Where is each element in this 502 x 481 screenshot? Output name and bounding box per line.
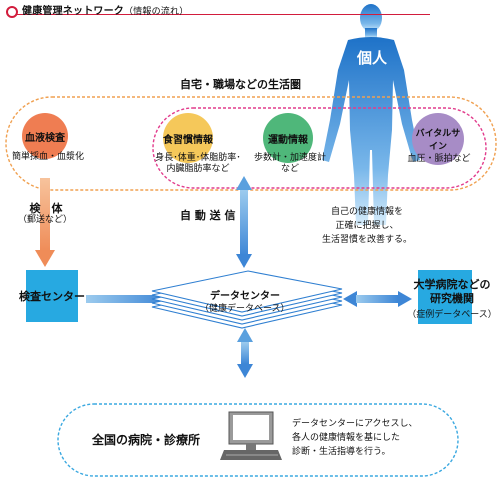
exercise-desc-line2: など: [280, 164, 299, 174]
vital-desc: 血圧・脈拍など: [407, 154, 471, 164]
diet-title: 食習慣情報: [163, 134, 213, 146]
data-center-sub: （健康データベース）: [200, 304, 290, 314]
blood-test-desc: 簡単採血・血漿化: [12, 152, 85, 162]
title-underline: [10, 14, 430, 15]
self-note: 自己の健康情報を 正確に把握し、 生活習慣を改善する。: [312, 205, 422, 247]
computer-icon: [220, 411, 282, 460]
title-text: 健康管理ネットワーク: [22, 6, 124, 17]
vital-title: バイタルサイン: [415, 129, 461, 152]
diet-circle: 食習慣情報: [163, 113, 213, 163]
page-title: 健康管理ネットワーク（情報の流れ）: [22, 2, 188, 17]
university-box: [418, 270, 472, 324]
exercise-desc: 歩数計・加速度計 など: [254, 153, 326, 175]
title-bullet-icon: [6, 6, 18, 18]
data-center-label: データセンター: [210, 291, 280, 302]
auto-send-arrow: [236, 176, 252, 268]
diet-desc-line1: 身長･体重･体脂肪率･: [155, 153, 241, 163]
title-subtitle: （情報の流れ）: [124, 7, 189, 17]
life-area-label: 自宅・職場などの生活圏: [180, 78, 301, 91]
diet-desc-line2: 内臓脂肪率など: [166, 164, 230, 174]
database-stack: [151, 270, 343, 329]
person-label: 個人: [357, 49, 388, 67]
lab-center-label: 検査センター: [19, 289, 85, 303]
diet-desc: 身長･体重･体脂肪率･ 内臓脂肪率など: [148, 153, 248, 175]
blood-test-title: 血液検査: [25, 132, 65, 144]
clinics-note-line3: 診断・生活指導を行う。: [292, 447, 391, 457]
exercise-title: 運動情報: [268, 134, 308, 146]
auto-send-label: 自 動 送 信: [180, 209, 236, 222]
university-label-line2: 研究機関: [430, 292, 474, 305]
exercise-desc-line1: 歩数計・加速度計: [254, 153, 327, 163]
datacenter-clinic-arrow: [237, 328, 253, 378]
lab-center-box: 検査センター: [19, 270, 85, 322]
specimen-label: 検 体: [29, 202, 63, 215]
person-figure: [322, 4, 420, 225]
datacenter-university-arrow: [343, 291, 412, 307]
clinics-note-line1: データセンターにアクセスし、: [292, 419, 418, 429]
clinic-region: [57, 403, 459, 477]
university-sub: （症例データベース）: [407, 310, 497, 320]
self-note-line3: 生活習慣を改善する。: [321, 235, 412, 245]
blood-test-circle: 血液検査: [22, 113, 68, 159]
self-note-line1: 自己の健康情報を: [330, 207, 403, 217]
specimen-sub: （郵送など）: [17, 215, 72, 225]
clinics-note-line2: 各人の健康情報を基にした: [292, 433, 401, 443]
clinics-note: データセンターにアクセスし、 各人の健康情報を基にした 診断・生活指導を行う。: [292, 417, 418, 459]
university-label: 大学病院などの 研究機関: [405, 278, 499, 306]
specimen-arrow: [35, 178, 55, 267]
device-region: [152, 107, 487, 189]
self-note-line2: 正確に把握し、: [335, 221, 399, 231]
exercise-circle: 運動情報: [263, 113, 313, 163]
vital-circle: バイタルサイン: [412, 113, 464, 165]
university-label-line1: 大学病院などの: [413, 278, 491, 291]
clinics-label: 全国の病院・診療所: [92, 433, 201, 447]
